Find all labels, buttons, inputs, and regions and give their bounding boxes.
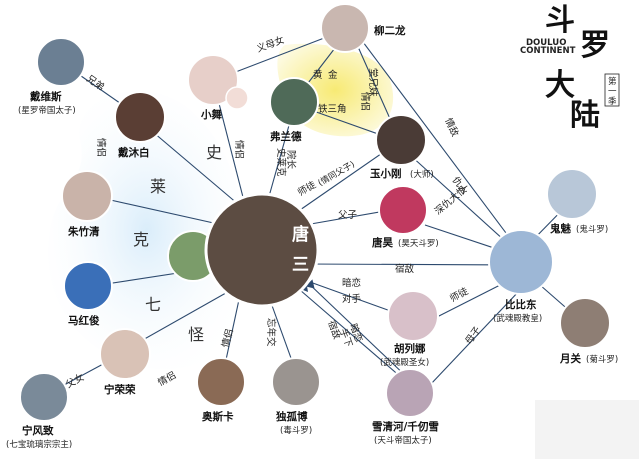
- sub-xueqinghe: (天斗帝国太子): [374, 435, 432, 446]
- portrait-fulande[interactable]: [269, 77, 319, 127]
- portrait-yuxiaogang[interactable]: [375, 114, 427, 166]
- portrait-mahongjun[interactable]: [63, 261, 113, 311]
- rel-fuzi: 父子: [338, 210, 358, 221]
- golden-char-2: 金: [328, 69, 338, 81]
- tangsan-char-1: 唐: [292, 224, 309, 245]
- portrait-liuerlong[interactable]: [320, 3, 370, 53]
- logo-char-3: 大: [545, 68, 575, 103]
- sub-bibidong: (武魂殿教皇): [493, 313, 542, 324]
- name-tanghao: 唐昊: [372, 236, 393, 249]
- watermark-area: [535, 400, 639, 459]
- portrait-ningrongrong[interactable]: [99, 328, 151, 380]
- golden-char-3: 铁三角: [318, 103, 347, 115]
- shrek-char-3: 克: [133, 230, 149, 249]
- name-aosika: 奥斯卡: [202, 410, 234, 423]
- sub-tanghao: (昊天斗罗): [398, 239, 439, 249]
- rel-shitu: 师徒: [296, 178, 319, 198]
- sub-yueguan: (菊斗罗): [586, 354, 618, 365]
- rel-muzi: 母子: [463, 324, 483, 346]
- portraits: [19, 3, 611, 422]
- sub-dugubo: (毒斗罗): [280, 425, 312, 436]
- rel-shitu-note: (情同父子): [316, 159, 357, 189]
- logo-char-1: 斗: [545, 3, 575, 38]
- logo-season-3: 季: [608, 96, 617, 107]
- portrait-xueqinghe[interactable]: [385, 368, 435, 418]
- portrait-daimubai[interactable]: [114, 91, 166, 143]
- rel-yuanzhang: 院长: [285, 150, 297, 170]
- rel-tangxiongmei: 堂兄妹: [367, 68, 379, 97]
- shrek-char-1: 史: [206, 143, 222, 162]
- logo-en-1: DOULUO: [526, 38, 566, 48]
- portrait-dugubo[interactable]: [271, 357, 321, 407]
- rel-qinglv5: 情侣: [219, 327, 236, 348]
- rel-xiongdi: 兄弟: [84, 73, 106, 94]
- portrait-daiweisi[interactable]: [36, 37, 86, 87]
- tangsan-char-2: 三: [292, 255, 309, 275]
- rel-andlian1: 暗恋: [342, 277, 361, 289]
- name-xueqinghe: 雪清河/千仞雪: [372, 420, 439, 433]
- shrek-char-5: 怪: [188, 325, 204, 344]
- rel-shenchou: 深仇大恨: [432, 183, 469, 217]
- logo-season-2: 一: [608, 87, 617, 97]
- rel-sudi: 宿敌: [395, 263, 415, 275]
- name-guimei: 鬼魅: [550, 222, 571, 235]
- name-xiaowu: 小舞: [200, 108, 222, 121]
- name-mahongjun: 马红俊: [68, 314, 100, 327]
- logo-en-2: CONTINENT: [520, 46, 576, 56]
- show-logo: 斗 罗 大 陆 DOULUO CONTINENT 第 一 季: [520, 3, 620, 133]
- sub-guimei: (鬼斗罗): [576, 224, 608, 235]
- golden-char-1: 黄: [313, 69, 323, 81]
- rel-wangnianjiao: 忘年交: [265, 318, 277, 347]
- rel-qinglv3: 情侣: [359, 92, 371, 111]
- name-huliena: 胡列娜: [394, 342, 426, 355]
- portrait-tangsan[interactable]: [204, 192, 320, 308]
- name-daiweisi: 戴维斯: [30, 90, 62, 103]
- portrait-guimei[interactable]: [546, 168, 598, 220]
- sub-daiweisi: (星罗帝国太子): [18, 105, 76, 116]
- portrait-xiaowu-child: [225, 86, 249, 110]
- portrait-huliena[interactable]: [387, 290, 439, 342]
- rel-duishou: 对手: [342, 293, 362, 305]
- name-bibidong: 比比东: [505, 298, 537, 311]
- logo-char-4: 陆: [570, 98, 600, 133]
- name-daimubai: 戴沐白: [118, 146, 150, 159]
- name-ningrongrong: 宁荣荣: [104, 383, 136, 396]
- season-box: [604, 73, 620, 107]
- name-dugubo: 独孤博: [275, 410, 308, 423]
- portrait-ningfengzhi[interactable]: [19, 372, 69, 422]
- name-ningfengzhi: 宁风致: [22, 424, 54, 437]
- name-yueguan: 月关: [559, 352, 581, 365]
- logo-season-1: 第: [608, 76, 617, 87]
- name-liuerlong: 柳二龙: [374, 24, 406, 37]
- portrait-tanghao[interactable]: [378, 185, 428, 235]
- shrek-char-2: 莱: [150, 177, 166, 196]
- sub-ningfengzhi: (七宝琉璃宗宗主): [6, 439, 72, 450]
- name-yuxiaogang: 玉小刚: [370, 167, 402, 180]
- portrait-bibidong[interactable]: [488, 229, 554, 295]
- name-fulande: 弗兰德: [270, 130, 302, 143]
- rel-qinglv1: 情侣: [95, 138, 107, 157]
- sub-yuxiaogang: (大师): [410, 169, 434, 180]
- rel-qingdi: 情敌: [442, 116, 461, 139]
- portrait-aosika[interactable]: [196, 357, 246, 407]
- portrait-zhuzhuqing[interactable]: [61, 170, 113, 222]
- name-zhuzhuqing: 朱竹清: [68, 225, 100, 238]
- logo-char-2: 罗: [580, 28, 610, 63]
- rel-qinglv4: 情侣: [156, 369, 178, 389]
- sub-huliena: (武魂殿圣女): [380, 357, 429, 368]
- shrek-char-4: 七: [145, 295, 161, 314]
- rel-shishu: 史莱克: [275, 148, 287, 177]
- portrait-xiaowu[interactable]: [187, 54, 239, 106]
- arrow-head: [305, 279, 315, 289]
- portrait-yueguan[interactable]: [559, 297, 611, 349]
- rel-qinglv2: 情侣: [233, 140, 245, 159]
